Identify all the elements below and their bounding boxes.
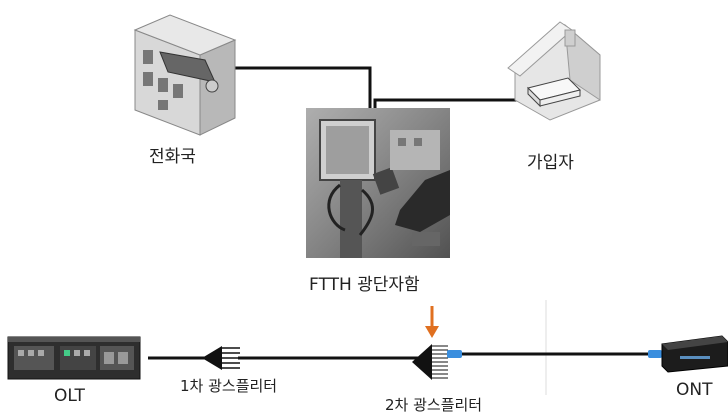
building-icon <box>133 14 237 136</box>
optical-splitter-icon-2 <box>412 344 462 380</box>
rack-device-icon <box>7 336 141 380</box>
splitter1-label: 1차 광스플리터 <box>180 377 278 395</box>
house-icon <box>507 21 601 121</box>
optical-splitter-icon-1 <box>202 346 240 370</box>
olt-label: OLT <box>54 386 85 406</box>
ont-device-icon <box>648 335 728 373</box>
ftth-box-label: FTTH 광단자함 <box>309 275 420 295</box>
photo-technician-at-pole <box>306 108 450 258</box>
splitter2-label: 2차 광스플리터 <box>385 396 483 414</box>
ont-label: ONT <box>676 380 713 400</box>
down-arrow-icon <box>425 306 439 338</box>
office-label: 전화국 <box>149 147 196 167</box>
subscriber-label: 가입자 <box>527 153 574 173</box>
connector-icon <box>447 350 462 358</box>
